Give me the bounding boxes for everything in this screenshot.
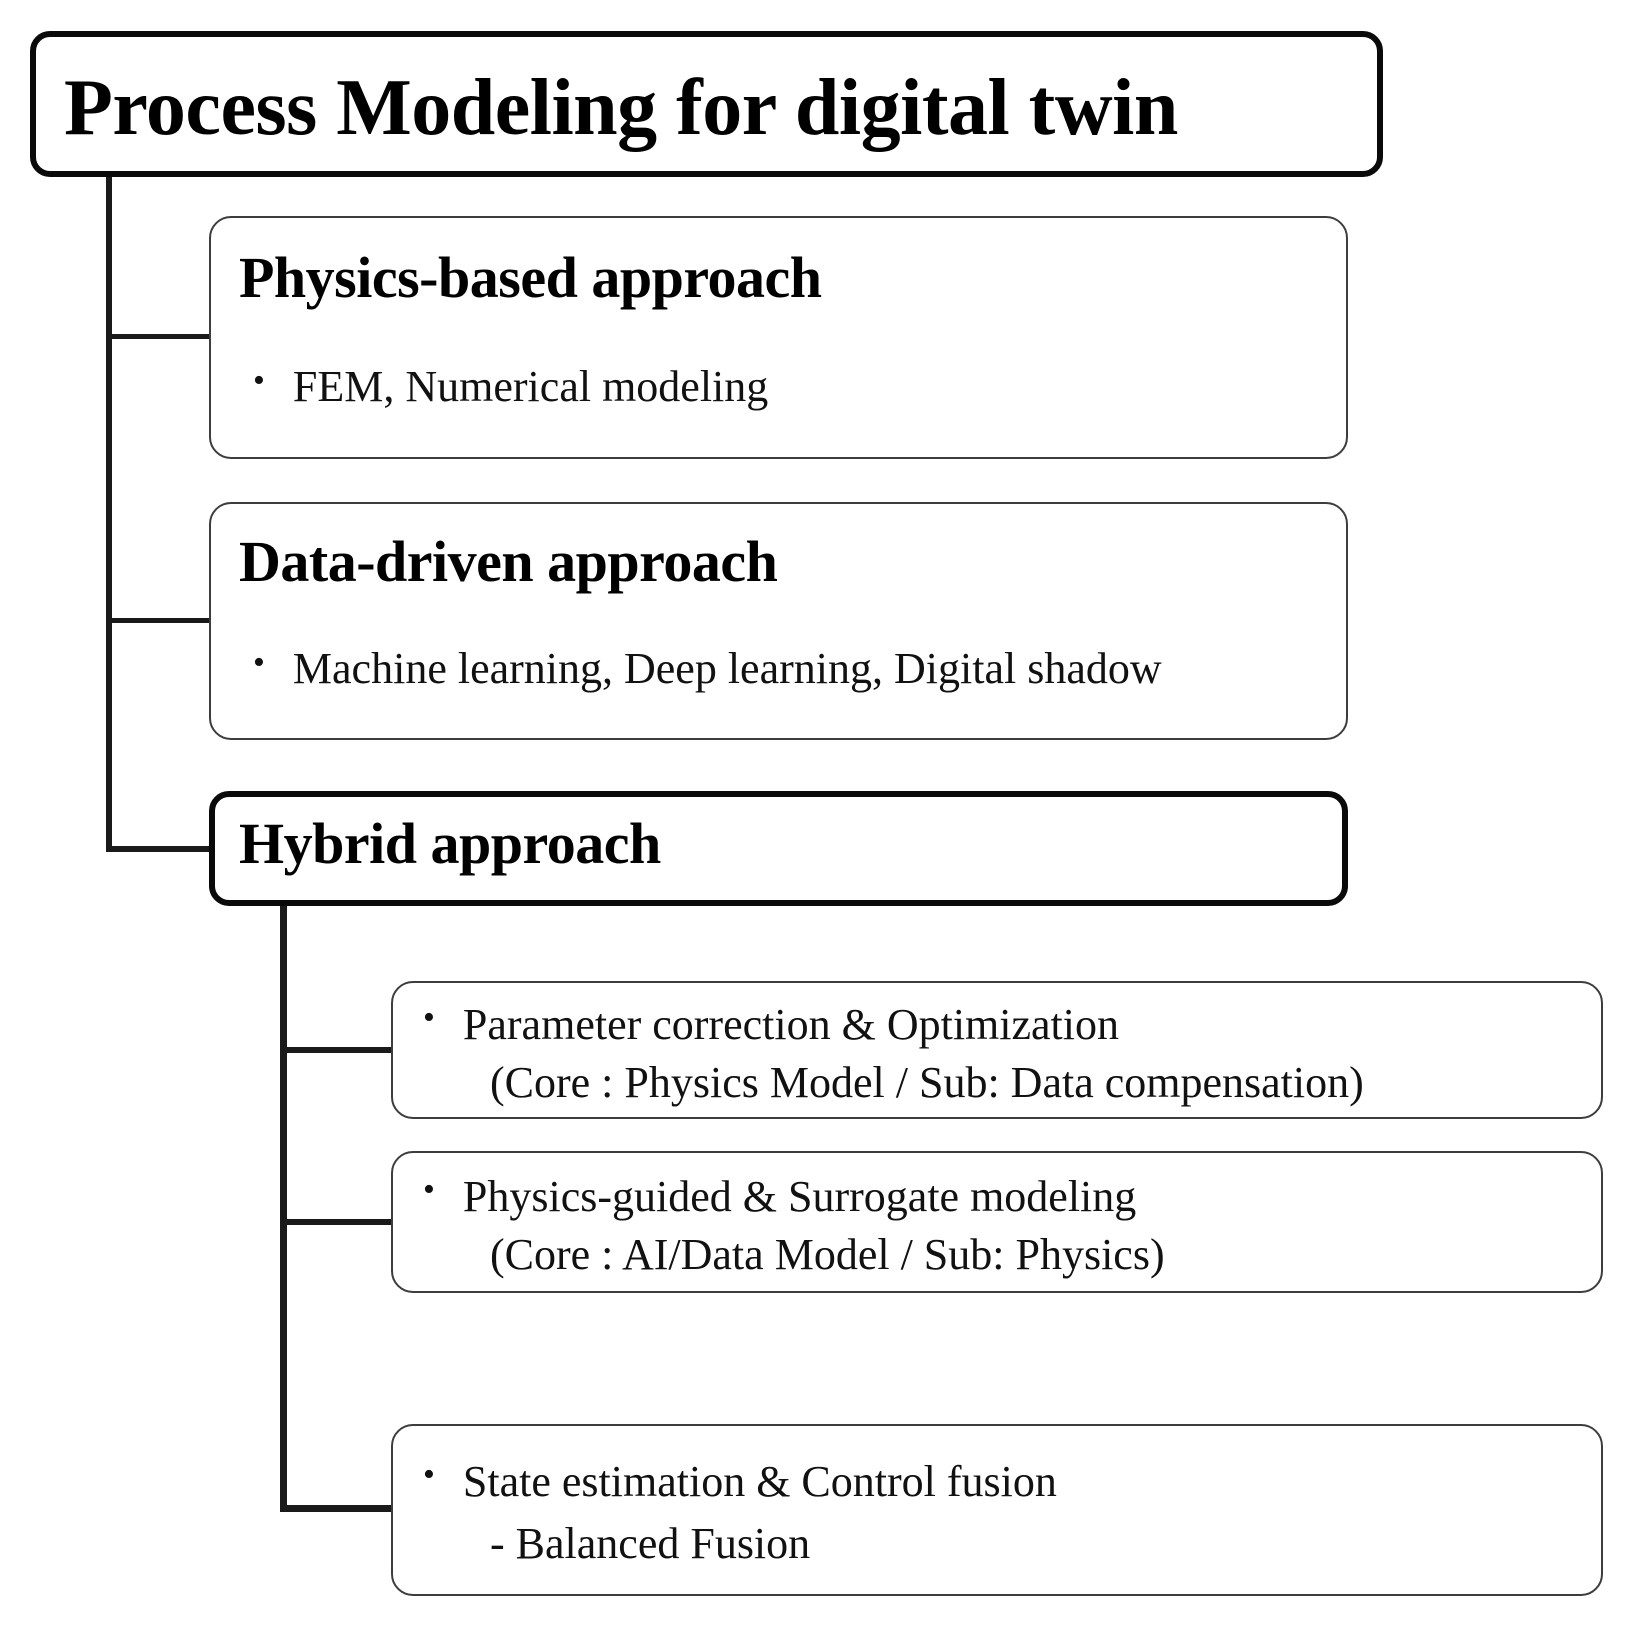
node-hybrid-heading: Hybrid approach — [239, 811, 661, 876]
node-physics-based-heading: Physics-based approach — [239, 245, 822, 310]
bullet-text: FEM, Numerical modeling — [292, 362, 769, 411]
connector-hybrid-trunk — [280, 903, 287, 1511]
connector-root-trunk — [106, 175, 112, 852]
node-data-driven-approach[interactable]: Data-driven approach • Machine learning,… — [209, 502, 1348, 740]
root-node[interactable]: Process Modeling for digital twin — [30, 31, 1383, 177]
connector-hybrid-to-state-estimation — [280, 1505, 394, 1512]
connector-root-to-hybrid — [106, 846, 212, 852]
detail-line: (Core : AI/Data Model / Sub: Physics) — [490, 1230, 1165, 1279]
node-physics-guided[interactable]: • Physics-guided & Surrogate modeling (C… — [391, 1151, 1603, 1293]
bullet-item: • State estimation & Control fusion — [423, 1454, 1057, 1510]
connector-root-to-data-driven — [106, 618, 212, 623]
bullet-item: • Parameter correction & Optimization — [423, 997, 1119, 1053]
node-state-estimation[interactable]: • State estimation & Control fusion - Ba… — [391, 1424, 1603, 1596]
node-physics-based-approach[interactable]: Physics-based approach • FEM, Numerical … — [209, 216, 1348, 459]
bullet-item: • FEM, Numerical modeling — [253, 360, 768, 414]
connector-hybrid-to-parameter-correction — [280, 1047, 394, 1053]
bullet-text: Parameter correction & Optimization — [462, 1000, 1119, 1049]
bullet-text: State estimation & Control fusion — [462, 1457, 1057, 1506]
node-data-driven-heading: Data-driven approach — [239, 529, 778, 594]
node-hybrid-approach[interactable]: Hybrid approach — [209, 791, 1348, 906]
connector-root-to-physics — [106, 334, 212, 339]
bullet-text: Machine learning, Deep learning, Digital… — [292, 644, 1162, 693]
bullet-text: Physics-guided & Surrogate modeling — [462, 1172, 1137, 1221]
node-parameter-correction[interactable]: • Parameter correction & Optimization (C… — [391, 981, 1603, 1119]
bullet-dot-icon: • — [253, 644, 265, 681]
bullet-dot-icon: • — [423, 999, 435, 1036]
detail-line: (Core : Physics Model / Sub: Data compen… — [490, 1058, 1364, 1107]
root-node-title: Process Modeling for digital twin — [64, 64, 1178, 152]
bullet-dot-icon: • — [253, 362, 265, 399]
bullet-dot-icon: • — [423, 1456, 435, 1493]
connector-hybrid-to-physics-guided — [280, 1219, 394, 1225]
bullet-item: • Machine learning, Deep learning, Digit… — [253, 642, 1162, 696]
bullet-dot-icon: • — [423, 1171, 435, 1208]
detail-line: - Balanced Fusion — [490, 1519, 811, 1568]
bullet-item: • Physics-guided & Surrogate modeling — [423, 1169, 1136, 1225]
